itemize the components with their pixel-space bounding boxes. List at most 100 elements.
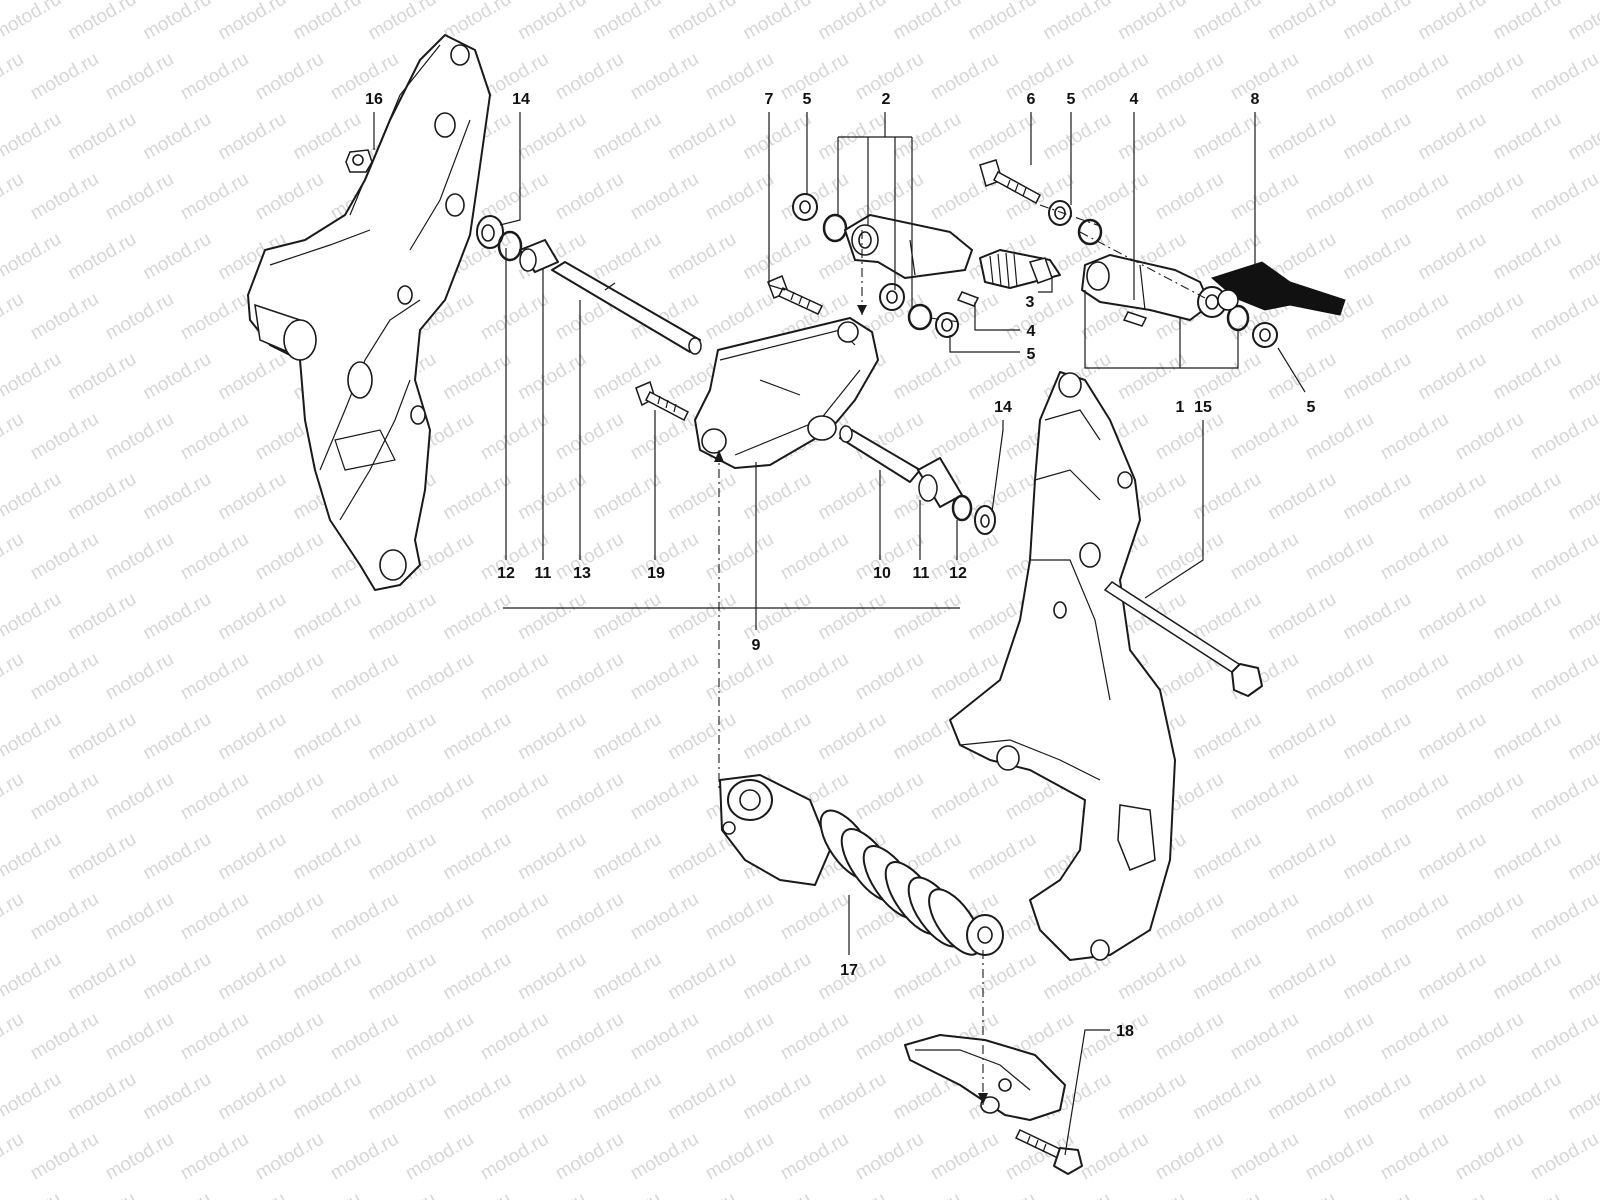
part-5-washer-b [935,312,959,338]
watermark: motod.ru [290,1069,365,1125]
watermark: motod.ru [1302,529,1377,585]
callout-4-mid: 4 [1027,323,1036,340]
watermark: motod.ru [927,409,1002,465]
watermark: motod.ru [1340,1069,1415,1125]
watermark: motod.ru [1302,889,1377,945]
watermark: motod.ru [477,889,552,945]
watermark: motod.ru [1452,769,1527,825]
watermark: motod.ru [65,709,140,765]
watermark: motod.ru [102,529,177,585]
part-12-right-ring [951,494,973,522]
watermark: motod.ru [0,769,27,825]
watermark: motod.ru [252,649,327,705]
watermark: motod.ru [1452,409,1527,465]
watermark: motod.ru [515,589,590,645]
watermark: motod.ru [0,409,27,465]
watermark: motod.ru [740,0,815,44]
watermark: motod.ru [815,589,890,645]
watermark: motod.ru [65,949,140,1005]
watermark: motod.ru [0,289,27,345]
watermark: motod.ru [740,469,815,525]
watermark: motod.ru [1377,889,1452,945]
watermark: motod.ru [365,709,440,765]
watermark: motod.ru [1302,49,1377,105]
part-2-circlip-b [907,303,933,331]
watermark: motod.ru [177,649,252,705]
watermark: motod.ru [1077,49,1152,105]
callout-8: 8 [1251,91,1260,108]
watermark: motod.ru [252,1009,327,1065]
callout-4-top: 4 [1130,91,1139,108]
callout-11-left: 11 [535,565,552,582]
watermark: motod.ru [1452,529,1527,585]
watermark: motod.ru [65,109,140,165]
watermark: motod.ru [0,169,27,225]
watermark: motod.ru [27,169,102,225]
watermark: motod.ru [1115,949,1190,1005]
watermark: motod.ru [27,1009,102,1065]
callout-12-right: 12 [949,565,967,582]
watermark: motod.ru [102,409,177,465]
watermark: motod.ru [1377,649,1452,705]
watermark: motod.ru [777,1129,852,1185]
watermark: motod.ru [402,1009,477,1065]
watermark: motod.ru [1490,1189,1565,1200]
watermark: motod.ru [1565,109,1600,165]
watermark: motod.ru [665,589,740,645]
watermark: motod.ru [365,589,440,645]
watermark: motod.ru [702,169,777,225]
watermark: motod.ru [515,829,590,885]
watermark: motod.ru [1265,1069,1340,1125]
watermark: motod.ru [1565,829,1600,885]
watermark: motod.ru [702,1009,777,1065]
watermark: motod.ru [740,229,815,285]
watermark: motod.ru [590,0,665,44]
watermark: motod.ru [740,109,815,165]
watermark: motod.ru [1415,349,1490,405]
part-11-left-bearing [519,239,559,273]
watermark: motod.ru [102,1129,177,1185]
watermark: motod.ru [777,1009,852,1065]
watermark: motod.ru [1415,949,1490,1005]
watermark: motod.ru [1415,709,1490,765]
watermark: motod.ru [515,949,590,1005]
part-16-nut [345,149,373,173]
watermark: motod.ru [440,1069,515,1125]
callout-5-mid: 5 [1027,346,1036,363]
watermark: motod.ru [665,949,740,1005]
watermark: motod.ru [215,469,290,525]
right-frame-bracket [949,371,1176,961]
watermark: motod.ru [740,949,815,1005]
watermark: motod.ru [1152,889,1227,945]
callout-19: 19 [647,565,665,582]
callout-16: 16 [365,91,383,108]
watermark: motod.ru [965,109,1040,165]
watermark: motod.ru [27,889,102,945]
watermark: motod.ru [1377,769,1452,825]
watermark: motod.ru [1490,349,1565,405]
watermark: motod.ru [1302,649,1377,705]
watermark: motod.ru [1527,889,1600,945]
watermark: motod.ru [290,589,365,645]
watermark: motod.ru [327,889,402,945]
watermark: motod.ru [477,769,552,825]
watermark: motod.ru [1452,289,1527,345]
watermark: motod.ru [140,1069,215,1125]
watermark: motod.ru [1190,949,1265,1005]
watermark: motod.ru [0,1009,27,1065]
watermark: motod.ru [140,829,215,885]
watermark: motod.ru [215,109,290,165]
watermark: motod.ru [777,529,852,585]
watermark: motod.ru [177,169,252,225]
watermark: motod.ru [1415,829,1490,885]
watermark: motod.ru [1527,49,1600,105]
watermark: motod.ru [1227,1009,1302,1065]
watermark: motod.ru [965,1189,1040,1200]
part-2-bushing [879,283,905,311]
part-5-washer-a [792,193,818,221]
watermark: motod.ru [552,1009,627,1065]
watermark: motod.ru [1002,289,1077,345]
watermark: motod.ru [627,1009,702,1065]
watermark: motod.ru [1452,889,1527,945]
